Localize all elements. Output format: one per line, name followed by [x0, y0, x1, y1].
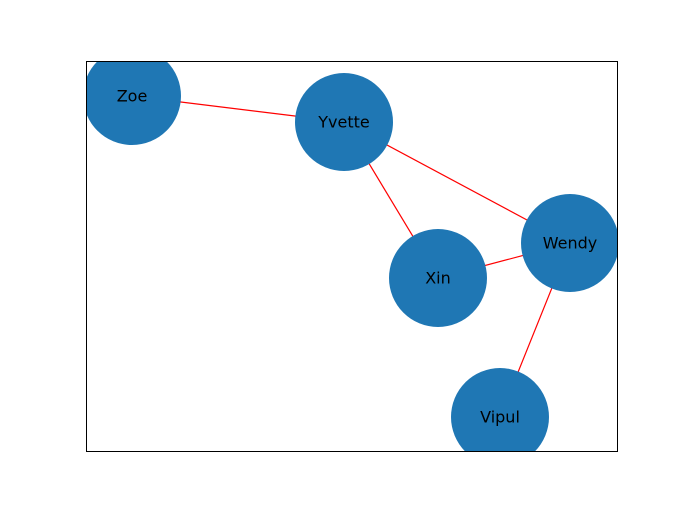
- node-vipul: Vipul: [451, 368, 549, 451]
- node-label: Xin: [425, 269, 451, 288]
- node-yvette: Yvette: [295, 73, 393, 171]
- node-zoe: Zoe: [86, 61, 181, 145]
- node-label: Vipul: [480, 408, 520, 427]
- node-wendy: Wendy: [521, 194, 617, 292]
- node-label: Wendy: [543, 234, 598, 253]
- node-circle: [389, 229, 487, 327]
- node-label: Yvette: [317, 113, 369, 132]
- node-circle: [295, 73, 393, 171]
- node-circle: [451, 368, 549, 451]
- node-xin: Xin: [389, 229, 487, 327]
- node-circle: [86, 61, 181, 145]
- node-label: Zoe: [117, 87, 148, 106]
- node-circle: [521, 194, 617, 292]
- plot-frame: [86, 61, 618, 452]
